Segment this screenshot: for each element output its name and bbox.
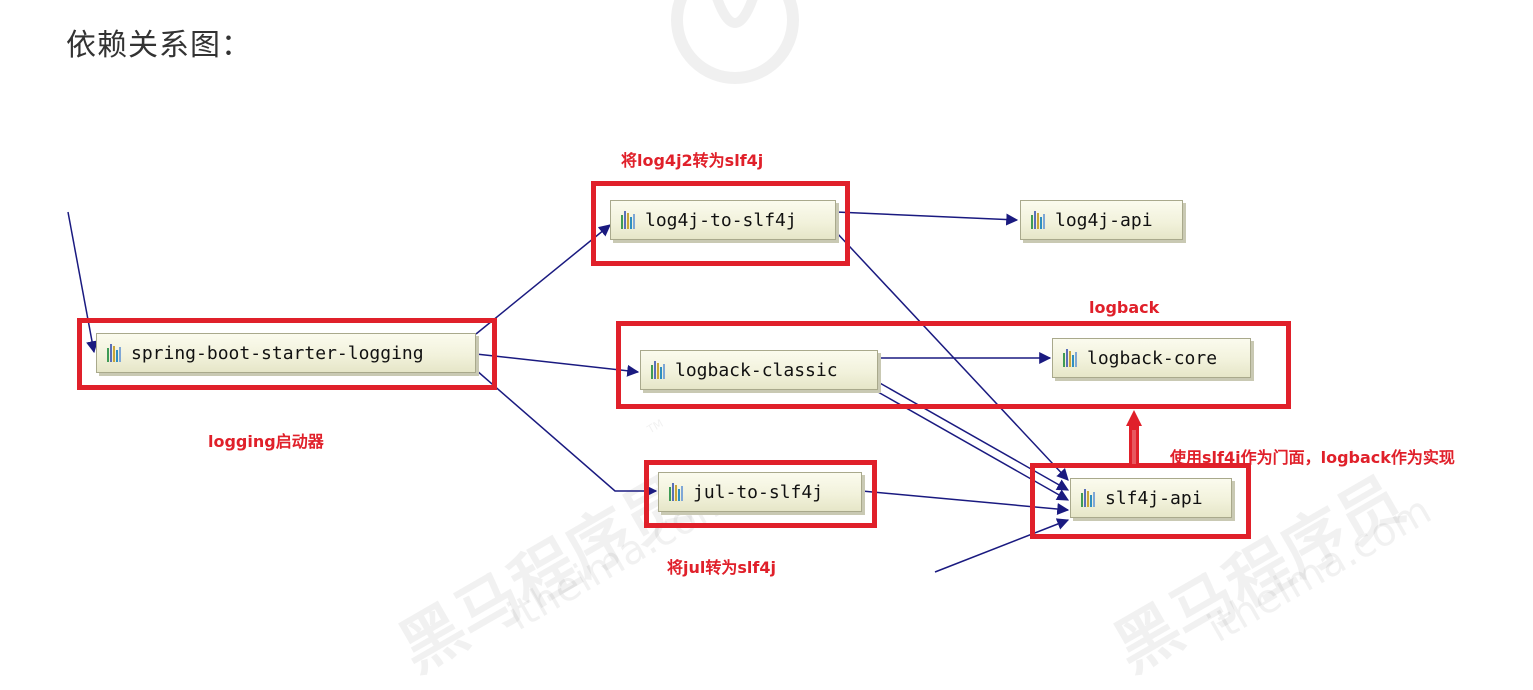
- node-label: logback-core: [1087, 347, 1218, 369]
- dependency-edges: [67, 211, 1070, 573]
- node-slf4j-api[interactable]: slf4j-api: [1070, 478, 1232, 518]
- node-spring-boot-starter-logging[interactable]: spring-boot-starter-logging: [96, 333, 476, 373]
- node-logback-core[interactable]: logback-core: [1052, 338, 1251, 378]
- watermark-logo-icon: [671, 0, 799, 84]
- edge-incoming-slf4j-api: [934, 518, 1070, 573]
- highlight-spring-boot-starter-logging: [77, 318, 497, 390]
- edge-logback-classic-to-slf4j-api-a: [877, 381, 1070, 491]
- page-heading: 依赖关系图：: [66, 28, 252, 63]
- edge-log4j-to-slf4j-to-log4j-api: [835, 211, 1019, 226]
- node-label: slf4j-api: [1105, 487, 1203, 509]
- node-log4j-to-slf4j[interactable]: log4j-to-slf4j: [610, 200, 836, 240]
- highlight-log4j-to-slf4j: [591, 181, 850, 266]
- highlight-slf4j-api: [1030, 463, 1251, 539]
- annotation-logback-group: logback: [1089, 298, 1160, 317]
- library-icon: [1081, 489, 1096, 507]
- node-log4j-api[interactable]: log4j-api: [1020, 200, 1183, 240]
- library-icon: [621, 211, 636, 229]
- library-icon: [107, 344, 122, 362]
- annotation-facade: 使用slf4j作为门面，logback作为实现: [1170, 448, 1455, 467]
- edge-starter-to-logback-classic: [475, 353, 640, 377]
- library-icon: [1063, 349, 1078, 367]
- edge-incoming-starter: [67, 211, 98, 354]
- library-icon: [1031, 211, 1046, 229]
- node-label: jul-to-slf4j: [693, 481, 824, 503]
- edge-logback-classic-to-slf4j-api-b: [877, 391, 1070, 501]
- highlight-jul-to-slf4j: [644, 460, 877, 528]
- edge-starter-to-jul-to-slf4j: [475, 369, 658, 497]
- facade-arrow-icon: [1126, 410, 1142, 466]
- node-label: logback-classic: [675, 359, 838, 381]
- highlight-logback-group: [616, 321, 1291, 409]
- node-label: log4j-to-slf4j: [645, 209, 797, 231]
- annotation-log4j2-bridge: 将log4j2转为slf4j: [621, 151, 764, 170]
- node-label: log4j-api: [1055, 209, 1153, 231]
- library-icon: [651, 361, 666, 379]
- library-icon: [669, 483, 684, 501]
- edge-log4j-to-slf4j-to-slf4j-api: [835, 231, 1069, 481]
- node-label: spring-boot-starter-logging: [131, 342, 424, 364]
- node-jul-to-slf4j[interactable]: jul-to-slf4j: [658, 472, 862, 512]
- annotation-logging-starter: logging启动器: [208, 432, 324, 451]
- annotation-jul-bridge: 将jul转为slf4j: [667, 558, 776, 577]
- node-logback-classic[interactable]: logback-classic: [640, 350, 878, 390]
- edge-starter-to-log4j-to-slf4j: [475, 224, 611, 335]
